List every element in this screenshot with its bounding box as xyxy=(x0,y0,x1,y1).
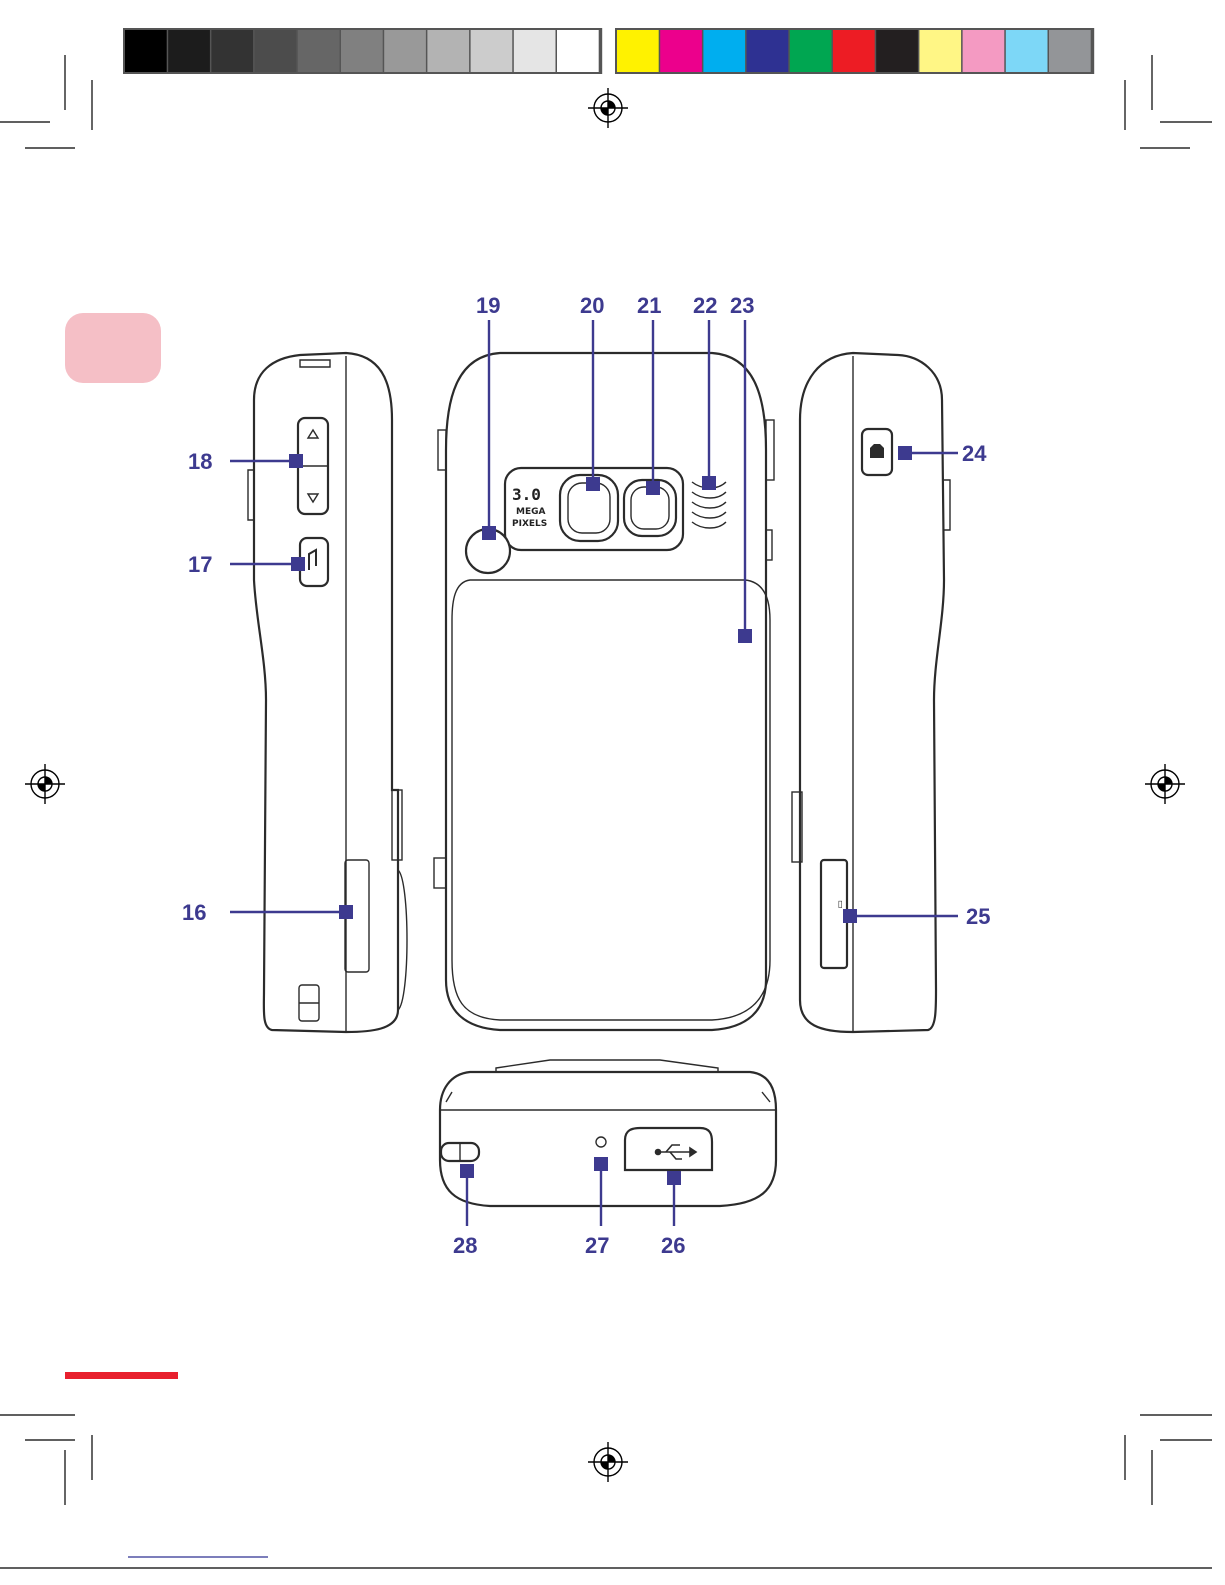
color-swatch xyxy=(617,30,659,72)
registration-mark-left xyxy=(25,764,65,804)
color-swatch xyxy=(876,30,918,72)
color-swatch xyxy=(747,30,789,72)
callout-19: 19 xyxy=(476,293,500,318)
device-left-side-view xyxy=(248,353,407,1032)
camera-button-icon xyxy=(870,444,884,458)
callout-18: 18 xyxy=(188,449,212,474)
camera-mega-label: MEGA xyxy=(516,507,545,517)
gray-swatch xyxy=(168,30,210,72)
gray-swatch xyxy=(211,30,253,72)
gray-swatch xyxy=(427,30,469,72)
gray-swatch xyxy=(471,30,513,72)
callout-22: 22 xyxy=(693,293,717,318)
registration-mark-bottom xyxy=(588,1442,628,1482)
footer-accent-bar xyxy=(65,1372,178,1379)
callout-24: 24 xyxy=(962,441,987,466)
color-swatch xyxy=(790,30,832,72)
gray-swatch xyxy=(384,30,426,72)
color-swatch xyxy=(963,30,1005,72)
device-right-side-view: ▭ xyxy=(792,353,950,1032)
svg-text:▭: ▭ xyxy=(835,900,845,909)
color-swatch xyxy=(919,30,961,72)
gray-swatch xyxy=(125,30,167,72)
color-swatch xyxy=(660,30,702,72)
device-bottom-view xyxy=(440,1060,776,1206)
camera-resolution-label: 3.0 xyxy=(512,485,541,504)
callout-28: 28 xyxy=(453,1233,477,1258)
color-swatch xyxy=(833,30,875,72)
callout-27: 27 xyxy=(585,1233,609,1258)
callout-20: 20 xyxy=(580,293,604,318)
callout-26: 26 xyxy=(661,1233,685,1258)
registration-mark-right xyxy=(1145,764,1185,804)
callout-25: 25 xyxy=(966,904,990,929)
callout-17: 17 xyxy=(188,552,212,577)
callout-16: 16 xyxy=(182,900,206,925)
color-swatch-bar xyxy=(615,28,1094,74)
gray-scale-bar xyxy=(123,28,602,74)
chapter-tab xyxy=(65,313,161,383)
gray-swatch xyxy=(255,30,297,72)
color-swatch xyxy=(1006,30,1048,72)
registration-mark-top xyxy=(588,88,628,128)
camera-pixels-label: PIXELS xyxy=(512,519,547,529)
device-back-view: 3.0 MEGA PIXELS xyxy=(434,353,774,1030)
gray-swatch xyxy=(514,30,556,72)
gray-swatch xyxy=(341,30,383,72)
gray-swatch xyxy=(557,30,599,72)
gray-swatch xyxy=(298,30,340,72)
callout-23: 23 xyxy=(730,293,754,318)
color-swatch xyxy=(703,30,745,72)
color-swatch xyxy=(1049,30,1091,72)
callout-21: 21 xyxy=(637,293,661,318)
